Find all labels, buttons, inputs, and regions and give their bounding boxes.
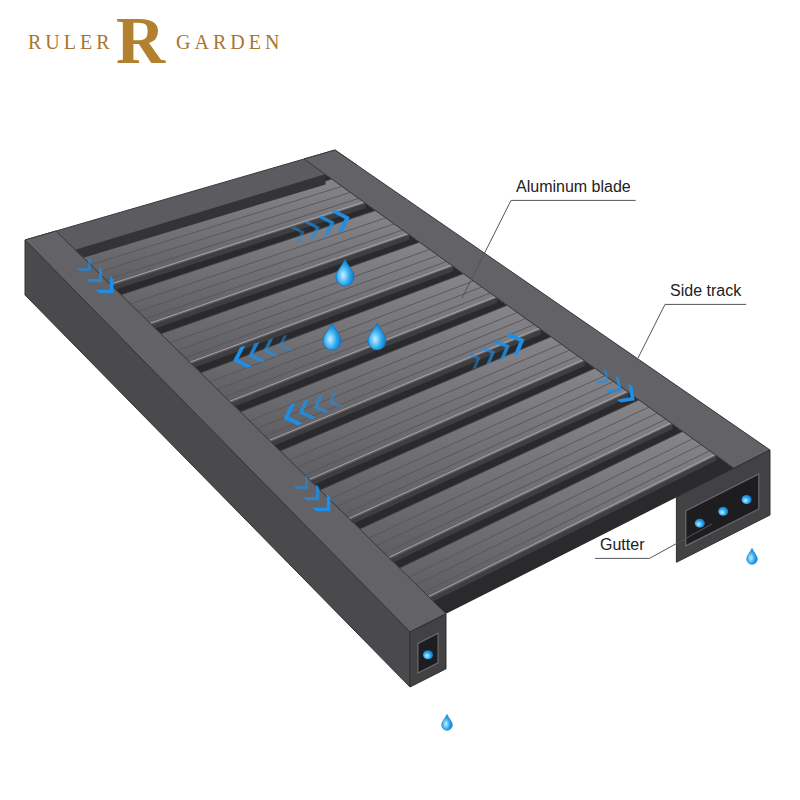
water-drop <box>442 714 453 730</box>
flow-chevron <box>466 350 483 369</box>
leader-line <box>462 200 636 298</box>
flow-chevron <box>230 345 252 371</box>
leader-line <box>595 524 712 558</box>
brand-monogram: R <box>116 6 165 74</box>
flow-chevron <box>492 336 513 360</box>
aluminum-blade <box>400 431 717 598</box>
right-gutter <box>676 450 770 562</box>
callout-label: Gutter <box>600 536 644 554</box>
water-drop <box>336 259 354 286</box>
water-droplet <box>718 507 728 516</box>
flow-chevron <box>479 343 498 365</box>
flow-chevron <box>310 395 329 416</box>
blade-rib <box>416 445 701 585</box>
back-beam <box>25 150 357 260</box>
flow-chevron <box>594 369 613 389</box>
brand-word: GARDEN <box>176 31 283 54</box>
flow-chevron <box>606 376 627 398</box>
flow-chevron <box>86 266 108 288</box>
flow-chevron <box>505 329 528 355</box>
right-side-track <box>304 150 770 468</box>
flow-chevron <box>260 338 278 359</box>
flow-chevron <box>280 403 303 429</box>
blade-rib <box>424 451 710 592</box>
flow-chevron <box>77 257 97 277</box>
gutter-channel <box>418 633 438 673</box>
roof-frame <box>25 150 770 687</box>
flow-chevron <box>303 484 325 506</box>
water-droplet <box>423 650 433 659</box>
left-gutter <box>410 614 446 687</box>
flow-chevron <box>313 494 338 519</box>
flow-chevron <box>96 276 121 301</box>
flow-chevron <box>318 213 338 236</box>
back-beam-inner-face <box>76 175 326 261</box>
blade-thickness <box>430 456 716 604</box>
leader-line <box>638 304 746 358</box>
gutter-channel <box>686 474 759 546</box>
water-drop <box>747 548 758 564</box>
gutter-end-face <box>410 614 446 687</box>
blade-rib <box>409 439 693 578</box>
water-drop <box>323 323 341 350</box>
leader-lines <box>462 200 746 558</box>
gutter-end-face <box>676 450 770 562</box>
callout-label: Side track <box>670 282 741 300</box>
flow-chevron <box>331 207 353 233</box>
flow-chevron <box>295 399 316 423</box>
blade-highlight <box>428 454 714 596</box>
flow-chevron <box>276 335 292 354</box>
water-drops <box>323 259 757 730</box>
left-track-outer-face <box>25 240 410 687</box>
flow-chevron <box>326 391 343 410</box>
water-droplet <box>742 495 752 504</box>
flow-chevron <box>291 224 307 243</box>
brand-word: RULER <box>28 31 114 54</box>
callout-label: Aluminum blade <box>516 178 631 196</box>
flow-chevron <box>294 475 314 495</box>
water-drop <box>368 323 386 350</box>
water-droplet <box>695 519 705 528</box>
water-flow-arrows <box>77 207 641 519</box>
flow-chevron <box>304 218 322 239</box>
flow-chevron <box>617 384 641 409</box>
left-side-track <box>25 231 446 632</box>
flow-chevron <box>245 342 265 365</box>
